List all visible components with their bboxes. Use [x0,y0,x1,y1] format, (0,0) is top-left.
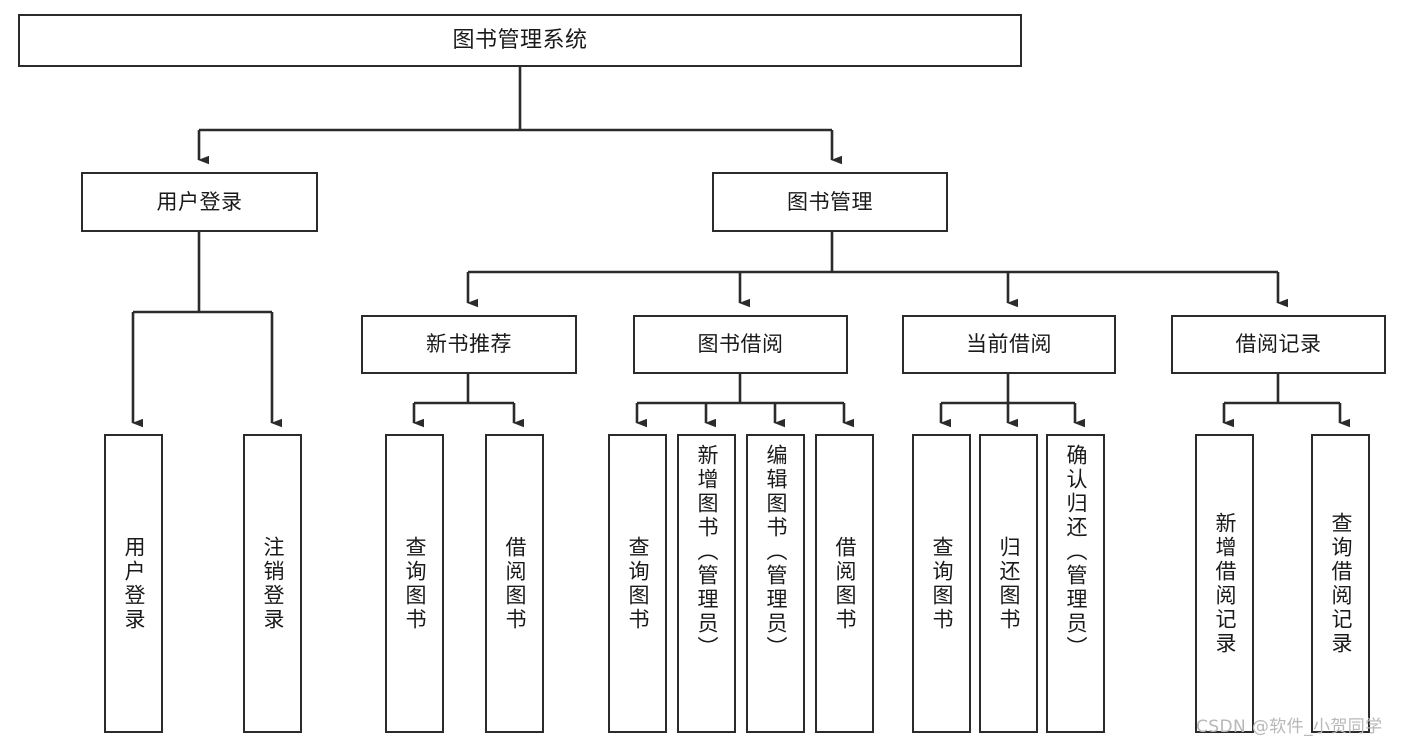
node-label: 用户登录 [156,189,243,214]
node-label: 当前借阅 [966,332,1052,357]
leaf-edit-book-admin[interactable]: 编辑图书（管理员） [746,434,805,733]
leaf-query-borrow-record[interactable]: 查询借阅记录 [1311,434,1370,733]
node-label: 归还图书 [997,535,1021,632]
node-borrow-records[interactable]: 借阅记录 [1171,315,1386,374]
node-user-login[interactable]: 用户登录 [81,172,318,232]
node-label: 确认归还（管理员） [1064,444,1088,660]
node-label: 查询借阅记录 [1329,511,1353,656]
node-label: 查询图书 [930,535,954,632]
leaf-query-book-nb[interactable]: 查询图书 [385,434,444,733]
node-label: 注销登录 [261,535,285,632]
node-label: 借阅图书 [833,535,857,632]
leaf-logout[interactable]: 注销登录 [243,434,302,733]
node-label: 用户登录 [122,535,146,632]
node-label: 图书借阅 [697,332,784,357]
leaf-user-login[interactable]: 用户登录 [104,434,163,733]
node-label: 查询图书 [403,535,427,632]
node-label: 编辑图书（管理员） [764,444,788,660]
node-label: 新增图书（管理员） [695,444,719,660]
leaf-borrow-book-bb[interactable]: 借阅图书 [815,434,874,733]
node-new-book-recommend[interactable]: 新书推荐 [361,315,577,374]
node-book-borrow[interactable]: 图书借阅 [633,315,848,374]
node-label: 新书推荐 [426,332,512,357]
leaf-borrow-book-nb[interactable]: 借阅图书 [485,434,544,733]
leaf-return-book[interactable]: 归还图书 [979,434,1038,733]
node-root-system[interactable]: 图书管理系统 [18,14,1022,67]
leaf-query-book-bb[interactable]: 查询图书 [608,434,667,733]
node-label: 图书管理系统 [452,27,588,53]
node-current-borrow[interactable]: 当前借阅 [902,315,1116,374]
leaf-query-book-cb[interactable]: 查询图书 [912,434,971,733]
watermark-text: CSDN @软件_小贺同学 [1196,717,1383,737]
node-label: 查询图书 [626,535,650,632]
leaf-add-borrow-record[interactable]: 新增借阅记录 [1195,434,1254,733]
node-label: 借阅记录 [1235,332,1322,357]
node-book-management[interactable]: 图书管理 [712,172,948,232]
node-label: 借阅图书 [503,535,527,632]
node-label: 新增借阅记录 [1213,511,1237,656]
leaf-add-book-admin[interactable]: 新增图书（管理员） [677,434,736,733]
leaf-confirm-return-admin[interactable]: 确认归还（管理员） [1046,434,1105,733]
node-label: 图书管理 [787,189,873,214]
